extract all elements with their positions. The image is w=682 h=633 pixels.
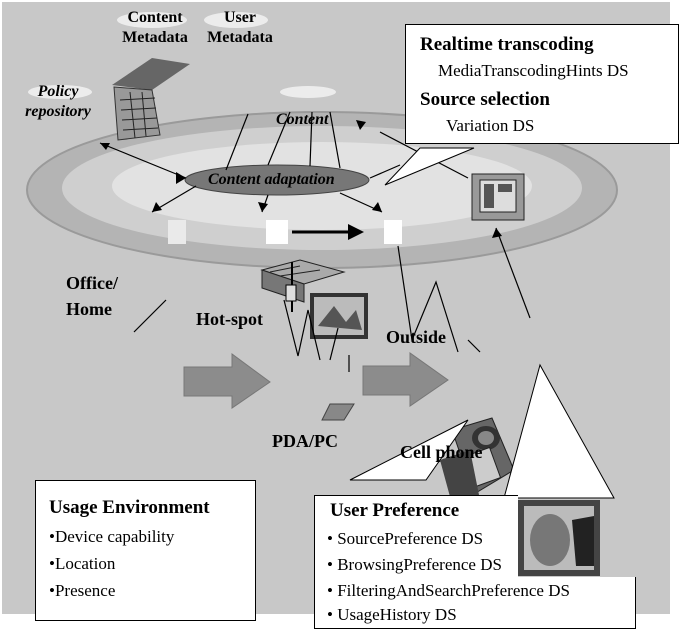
pref-item-browsing: • BrowsingPreference DS (327, 555, 502, 574)
laptop-top-icon (112, 58, 190, 141)
policy-cylinder (28, 85, 92, 99)
user-metadata-cylinder (204, 12, 268, 28)
content-cylinder (280, 86, 336, 98)
office-home-label: Office/ Home (66, 273, 118, 319)
usage-callout-pointer (349, 419, 469, 481)
usage-environment-title: Usage Environment (49, 497, 210, 518)
content-metadata-label: Content Metadata (122, 9, 188, 46)
realtime-transcoding-title: Realtime transcoding (420, 34, 594, 55)
hot-spot-label: Hot-spot (196, 309, 263, 329)
policy-repository-label: Policy repository (25, 83, 91, 120)
preference-callout-pointer (503, 363, 615, 499)
wireless-lines (133, 245, 481, 372)
device-square-3 (384, 220, 402, 244)
cell-phone-label: Cell phone (400, 442, 483, 462)
block-arrow-1 (183, 353, 271, 409)
usage-environment-callout: Usage Environment •Device capability •Lo… (35, 480, 256, 621)
usage-item-device-capability: •Device capability (49, 527, 175, 546)
device-square-2 (266, 220, 288, 244)
content-adaptation-label: Content adaptation (208, 171, 335, 188)
pda-pc-label: PDA/PC (272, 431, 338, 451)
content-label: Content (276, 111, 329, 128)
user-metadata-label: User Metadata (207, 9, 273, 46)
block-arrow-2 (362, 352, 449, 407)
pref-item-source: • SourcePreference DS (327, 529, 484, 548)
user-preference-title: User Preference (330, 500, 460, 521)
pref-item-usage-history: • UsageHistory DS (327, 605, 457, 624)
media-transcoding-hints-item: MediaTranscodingHints DS (438, 61, 629, 80)
source-selection-title: Source selection (420, 89, 550, 110)
outside-label: Outside (386, 327, 447, 347)
user-preference-box-bottom (314, 577, 636, 629)
usage-item-presence: •Presence (49, 581, 116, 600)
content-metadata-cylinder (117, 12, 187, 28)
transcoding-callout: Realtime transcoding MediaTranscodingHin… (405, 24, 679, 144)
hotspot-laptop-icon (260, 259, 346, 312)
variation-ds-item: Variation DS (446, 116, 535, 135)
pda-device-icon (321, 403, 355, 421)
server-icon (471, 173, 525, 221)
pref-item-filtering: • FilteringAndSearchPreference DS (327, 581, 570, 600)
image-window-icon (310, 293, 368, 339)
usage-item-location: •Location (49, 554, 116, 573)
device-square-1 (168, 220, 186, 244)
arrowheads (100, 120, 502, 238)
user-preference-callout: User Preference • SourcePreference DS • … (314, 495, 636, 629)
top-callout-pointer (384, 147, 475, 186)
move-arrow-head (348, 224, 364, 240)
photo-icon (518, 500, 600, 576)
content-adaptation-node (184, 164, 370, 196)
